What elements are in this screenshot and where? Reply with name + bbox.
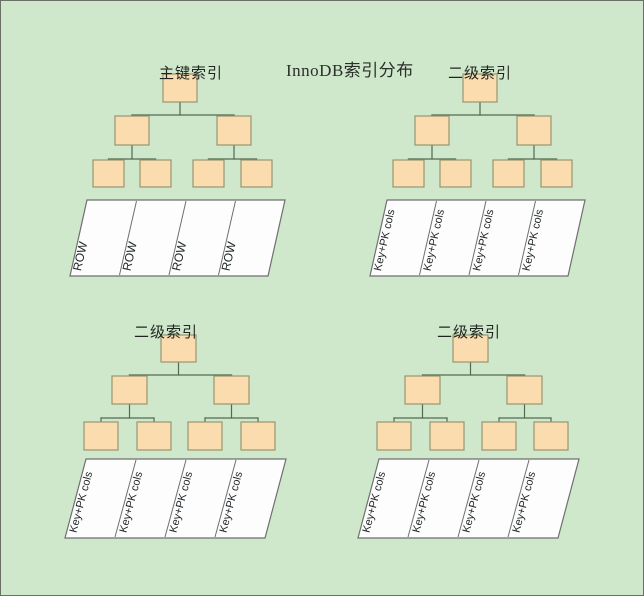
data-page-separator-1 [419, 200, 437, 276]
tree-node-root[interactable] [452, 334, 489, 363]
tree-node-root[interactable] [160, 334, 197, 363]
tree-title-primary-key-index: 主键索引 [158, 65, 224, 82]
tree-node-leaf-1[interactable] [439, 159, 472, 188]
tree-node-leaf-2[interactable] [192, 159, 225, 188]
tree-node-internal-1[interactable] [516, 115, 552, 146]
tree-node-leaf-0[interactable] [83, 421, 119, 451]
tree-node-leaf-1[interactable] [139, 159, 172, 188]
data-page-separator-2 [468, 200, 487, 276]
data-page-slot-label-3: ROW [219, 240, 239, 272]
tree-primary-key-index: ROW ROW ROW ROW [69, 73, 286, 277]
tree-node-internal-1[interactable] [213, 375, 250, 405]
tree-node-internal-1[interactable] [216, 115, 252, 146]
tree-node-leaf-1[interactable] [429, 421, 465, 451]
tree-node-leaf-2[interactable] [481, 421, 517, 451]
tree-node-leaf-2[interactable] [187, 421, 223, 451]
data-page-slot-label-1: ROW [120, 240, 140, 272]
tree-node-internal-0[interactable] [404, 375, 441, 405]
data-page-separator-3 [518, 200, 536, 276]
tree-node-leaf-3[interactable] [533, 421, 569, 451]
data-page-separator-1 [114, 459, 137, 538]
data-page-slot-label-2: ROW [169, 240, 189, 272]
tree-node-leaf-0[interactable] [392, 159, 425, 188]
tree-node-internal-1[interactable] [506, 375, 543, 405]
tree-node-root[interactable] [462, 73, 498, 103]
tree-title-secondary-index-top-right: 二级索引 [447, 65, 513, 82]
tree-node-leaf-1[interactable] [136, 421, 172, 451]
tree-node-internal-0[interactable] [111, 375, 148, 405]
data-page-separator-3 [218, 200, 236, 276]
data-page-separator-1 [407, 459, 430, 538]
tree-node-leaf-3[interactable] [240, 159, 273, 188]
data-page-slot-label-0: ROW [70, 240, 90, 272]
tree-node-leaf-3[interactable] [540, 159, 573, 188]
data-page-separator-2 [457, 459, 480, 538]
data-page-separator-3 [214, 459, 237, 538]
tree-node-internal-0[interactable] [114, 115, 150, 146]
tree-title-secondary-index-bottom-right: 二级索引 [436, 324, 502, 341]
tree-node-leaf-2[interactable] [492, 159, 525, 188]
tree-node-internal-0[interactable] [414, 115, 450, 146]
tree-node-leaf-0[interactable] [92, 159, 125, 188]
tree-node-leaf-3[interactable] [240, 421, 276, 451]
tree-node-leaf-0[interactable] [376, 421, 412, 451]
data-page-separator-3 [507, 459, 530, 538]
tree-node-root[interactable] [162, 73, 198, 103]
data-page-separator-2 [168, 200, 187, 276]
diagram-title: InnoDB索引分布 [286, 61, 414, 80]
tree-title-secondary-index-bottom-left: 二级索引 [133, 324, 199, 341]
data-page-separator-1 [119, 200, 137, 276]
data-page-separator-2 [164, 459, 187, 538]
